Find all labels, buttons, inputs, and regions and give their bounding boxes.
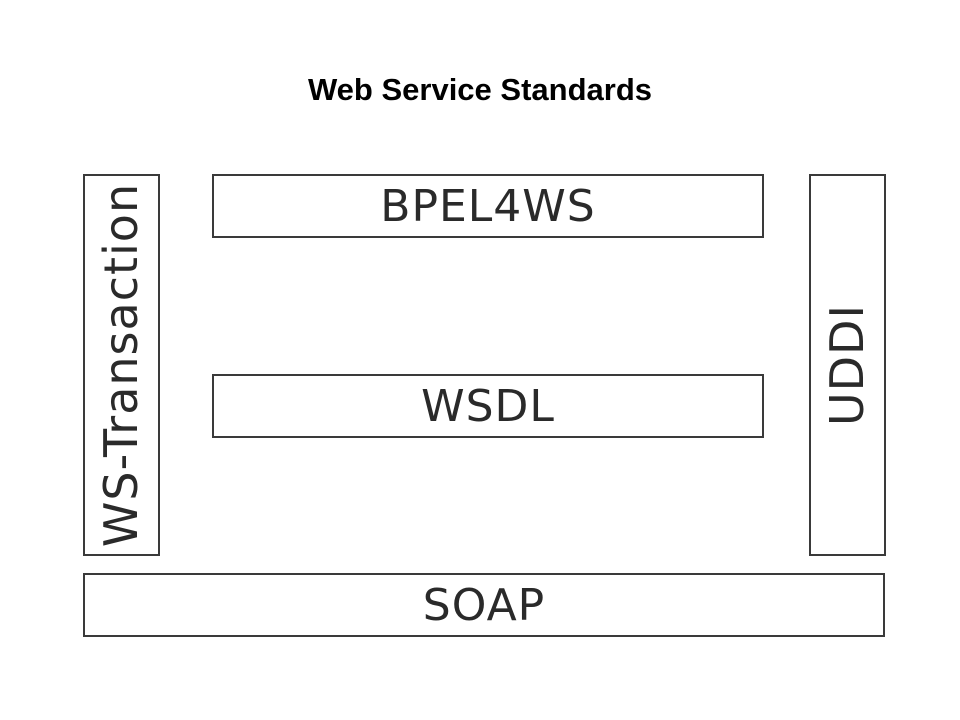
bpel4ws-box: BPEL4WS [212, 174, 764, 238]
ws-transaction-label: WS-Transaction [94, 182, 149, 548]
bpel4ws-label: BPEL4WS [380, 180, 596, 232]
diagram-title: Web Service Standards [307, 72, 652, 107]
uddi-box: UDDI [809, 174, 886, 556]
soap-box: SOAP [83, 573, 885, 637]
uddi-label: UDDI [820, 303, 875, 427]
soap-label: SOAP [422, 579, 546, 631]
wsdl-label: WSDL [421, 380, 555, 432]
ws-transaction-box: WS-Transaction [83, 174, 160, 556]
wsdl-box: WSDL [212, 374, 764, 438]
